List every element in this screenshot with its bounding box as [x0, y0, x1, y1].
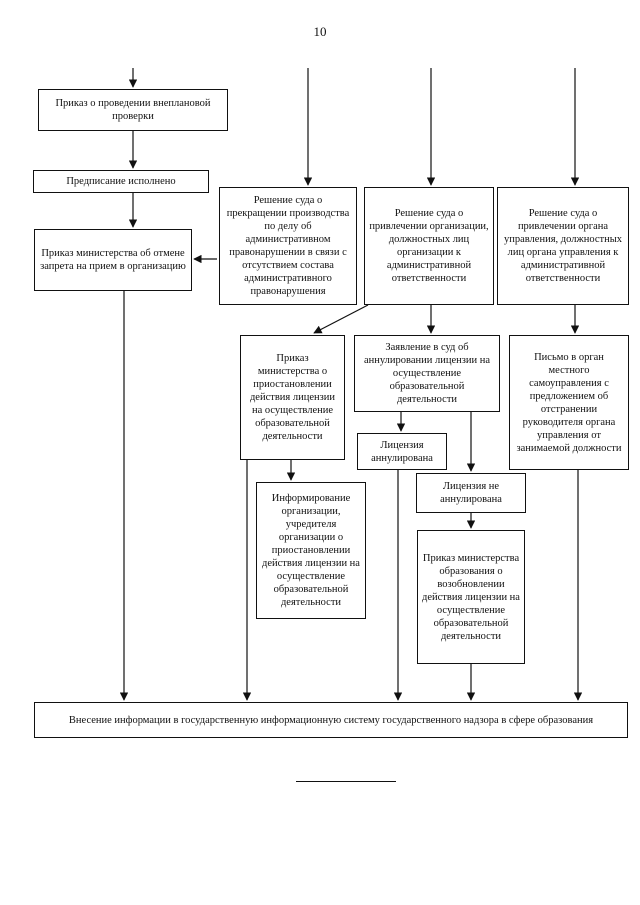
page-number: 10: [313, 24, 327, 39]
box-renew-license-order: Приказ министерства образования о возобн…: [417, 530, 525, 664]
box-state-info-system: Внесение информации в государственную ин…: [34, 702, 628, 738]
box-order-fulfilled: Предписание исполнено: [33, 170, 209, 193]
box-suspend-license-order: Приказ министерства о приостановлении де…: [240, 335, 345, 460]
box-court-org-liability: Решение суда о привлечении организации, …: [364, 187, 494, 305]
box-license-not-annulled: Лицензия не аннулирована: [416, 473, 526, 513]
box-annul-application: Заявление в суд об аннулировании лицензи…: [354, 335, 500, 412]
box-letter-local-body: Письмо в орган местного самоуправления с…: [509, 335, 629, 470]
arrow-court-to-suspend: [313, 304, 369, 334]
box-court-body-liability: Решение суда о привлечении органа управл…: [497, 187, 629, 305]
box-ban-cancel-order: Приказ министерства об отмене запрета на…: [34, 229, 192, 291]
footnote-rule: [296, 781, 396, 782]
box-license-annulled: Лицензия аннулирована: [357, 433, 447, 470]
box-court-terminate: Решение суда о прекращении производства …: [219, 187, 357, 305]
box-unscheduled-inspection: Приказ о проведении внеплановой проверки: [38, 89, 228, 131]
box-inform-founder: Информирование организации, учредителя о…: [256, 482, 366, 619]
